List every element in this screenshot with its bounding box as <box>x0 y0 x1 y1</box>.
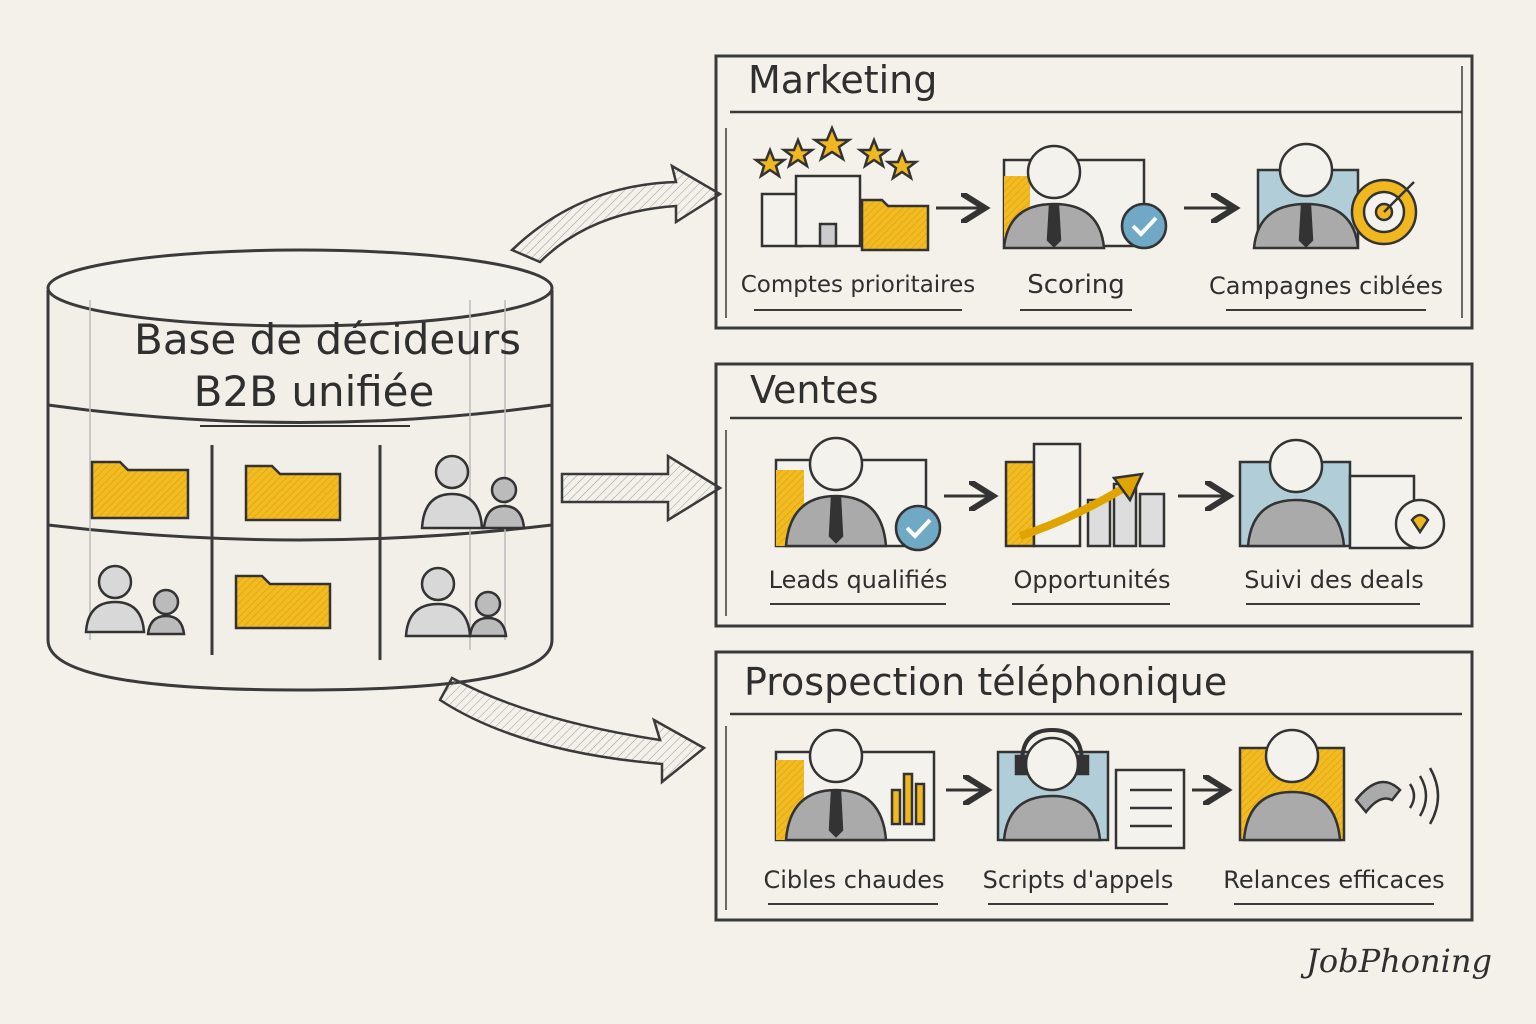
panel-marketing <box>714 54 1474 330</box>
brand-logo: JobPhoning <box>1306 942 1492 980</box>
person-check-icon <box>1002 144 1168 250</box>
database-title-line2: B2B unifiée <box>193 367 435 416</box>
person-clipboard-icon <box>1238 438 1446 550</box>
step-label-scripts-appels: Scripts d'appels <box>982 866 1174 894</box>
panel-ventes <box>714 362 1474 628</box>
step-label-suivi-des-deals: Suivi des deals <box>1244 566 1424 594</box>
step-label-cibles-chaudes: Cibles chaudes <box>763 866 945 894</box>
panel-prospection <box>714 650 1474 922</box>
person-phone-icon <box>1238 728 1440 842</box>
folder-icon <box>244 464 342 522</box>
person-check-icon <box>774 436 942 552</box>
step-label-leads-qualifies: Leads qualifiés <box>768 566 948 594</box>
arrow-to-prospection <box>438 676 707 785</box>
folder-icon <box>90 460 190 520</box>
buildings-stars-icon <box>752 124 930 252</box>
step-label-relances-efficaces: Relances efficaces <box>1223 866 1445 894</box>
headset-checklist-icon <box>996 727 1186 850</box>
folder-icon <box>234 574 332 630</box>
growth-chart-icon <box>1004 442 1166 548</box>
step-label-campagnes-ciblees: Campagnes ciblées <box>1209 272 1443 300</box>
people-icon <box>84 564 186 636</box>
panel-title-marketing: Marketing <box>748 58 938 102</box>
step-label-scoring: Scoring <box>1027 270 1125 300</box>
database-title-line1: Base de décideurs <box>134 315 522 364</box>
person-target-icon <box>1252 142 1418 250</box>
person-chart-icon <box>774 728 936 842</box>
step-label-comptes-prioritaires: Comptes prioritaires <box>740 272 976 298</box>
arrow-to-ventes <box>560 453 723 523</box>
step-label-opportunites: Opportunités <box>1013 566 1171 594</box>
people-icon <box>404 566 508 638</box>
panel-title-ventes: Ventes <box>750 368 879 412</box>
people-icon <box>420 454 526 530</box>
panel-title-prospection: Prospection téléphonique <box>744 660 1228 704</box>
arrow-to-marketing <box>509 163 723 264</box>
